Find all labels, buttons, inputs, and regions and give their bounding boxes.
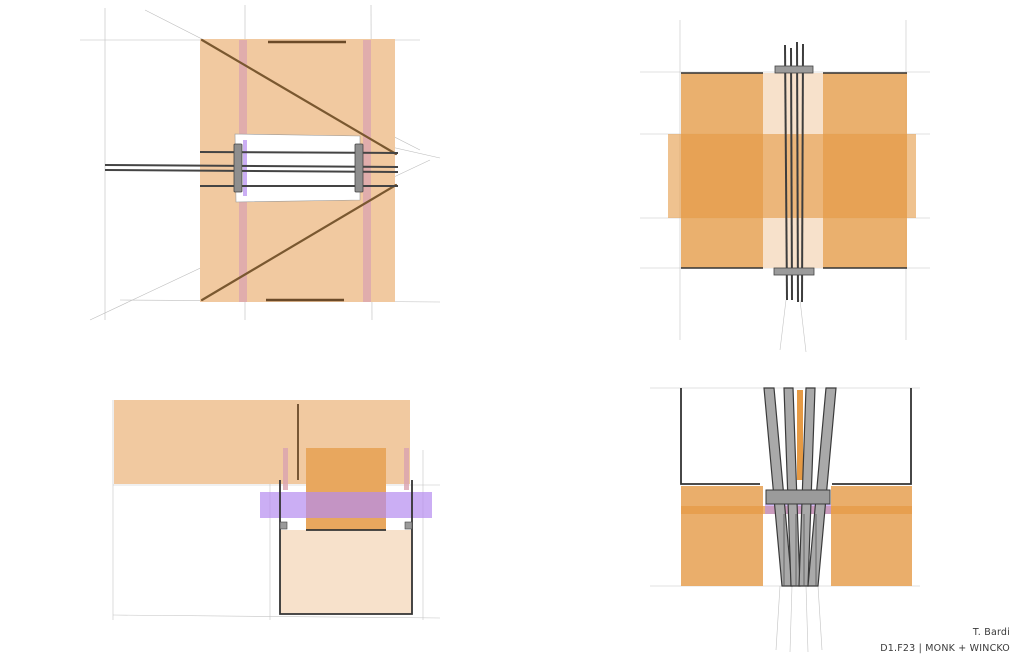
clamp-plate [765, 489, 831, 505]
block-edges [681, 72, 907, 269]
sketch-top-left [80, 4, 441, 321]
orange-center-strip [797, 390, 803, 480]
block-right [831, 486, 912, 586]
clamp-plates [773, 65, 815, 276]
author-credit: T. Bardi [972, 627, 1010, 638]
pink-post-left [283, 448, 288, 490]
violet-band [765, 504, 831, 514]
pink-post-right [404, 448, 409, 490]
vertical-rods [784, 41, 804, 303]
diagonal-braces [200, 38, 398, 302]
frame-outline [680, 388, 912, 485]
violet-band [260, 492, 432, 518]
sketch-bottom-right [650, 387, 920, 653]
small-clips [279, 521, 413, 530]
tension-lines [783, 514, 817, 586]
opening [234, 133, 361, 203]
horizontal-rods [104, 151, 399, 187]
clamps [233, 143, 364, 193]
sketch-bottom-left [112, 400, 441, 620]
violet-strip [243, 140, 247, 196]
sketch-top-right [640, 20, 930, 353]
box-outline [279, 480, 413, 615]
block-left [681, 486, 763, 586]
lower-box [280, 530, 412, 614]
course-credit: D1.F23 | MONK + WINCKO [880, 643, 1010, 654]
